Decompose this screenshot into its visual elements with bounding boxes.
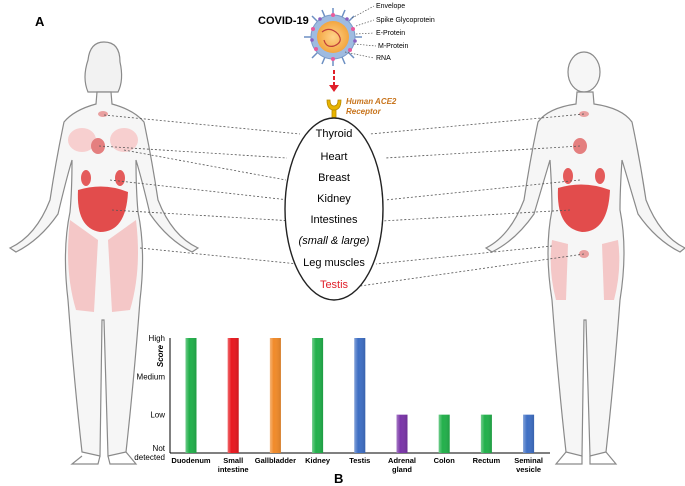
bar-shading (227, 338, 239, 453)
y-tick-label: Low (150, 411, 165, 420)
x-tick-label: Rectum (473, 456, 501, 465)
organ-label: Heart (321, 151, 348, 163)
bar-shading (354, 338, 366, 453)
male-body-figure (484, 51, 685, 465)
female-organs (68, 111, 138, 312)
virus-part-leaders (344, 5, 377, 59)
organ-label: Testis (320, 279, 349, 291)
bar-shading (269, 338, 281, 453)
male-organs (550, 111, 620, 300)
x-tick-label: Testis (349, 456, 370, 465)
binding-arrow (329, 70, 339, 92)
virus-part-spike: Spike Glycoprotein (376, 17, 435, 24)
receptor-label-line2: Receptor (346, 107, 382, 116)
virus-part-e-protein: E-Protein (376, 30, 405, 37)
x-tick-label: Colon (434, 456, 456, 465)
organ-label: Kidney (317, 193, 351, 205)
organ-label: Thyroid (316, 128, 353, 140)
y-axis-title: Score (156, 344, 165, 367)
receptor-label-line1: Human ACE2 (346, 97, 397, 106)
organ-list-ellipse (284, 117, 384, 301)
x-tick-label: Kidney (305, 456, 331, 465)
organ-label: Intestines (310, 214, 358, 226)
female-body-figure (8, 41, 200, 465)
virus-part-rna: RNA (376, 55, 391, 62)
organ-label: (small & large) (299, 235, 370, 247)
bar-shading (396, 414, 408, 453)
panel-b-label: B (334, 471, 343, 486)
bar-shading (480, 414, 492, 453)
organ-label: Leg muscles (303, 257, 365, 269)
x-tick-label: Duodenum (171, 456, 210, 465)
virus-part-envelope: Envelope (376, 3, 405, 10)
bar-shading (523, 414, 535, 453)
y-tick-label: Medium (137, 372, 166, 381)
y-tick-label: High (149, 334, 165, 343)
bar-shading (438, 414, 450, 453)
virus-part-m-protein: M-Protein (378, 43, 408, 50)
x-tick-label: Gallbladder (255, 456, 296, 465)
panel-a-label: A (35, 14, 45, 29)
bar-shading (185, 338, 197, 453)
bar-shading (312, 338, 324, 453)
organ-label: Breast (318, 172, 350, 184)
virus-title: COVID-19 (258, 15, 309, 27)
connector-lines (98, 113, 585, 287)
covid-virus-icon (304, 8, 362, 66)
